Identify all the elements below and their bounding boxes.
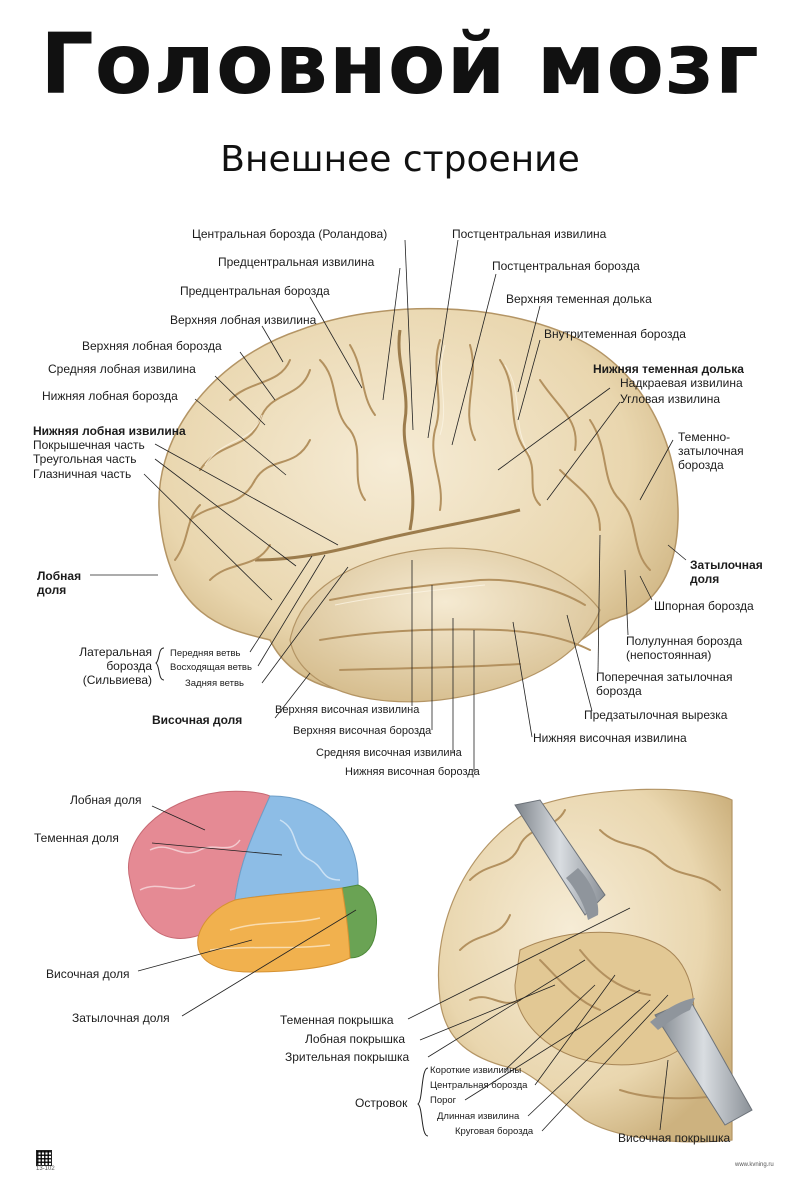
lower-retractor bbox=[650, 998, 753, 1126]
insula-label-temporal-operculum: Височная покрышка bbox=[618, 1131, 731, 1145]
label-middle-frontal-gyrus: Средняя лобная извилина bbox=[48, 362, 196, 376]
insula-label-short-gyri: Короткие извилиины bbox=[430, 1065, 522, 1076]
lobes-label-parietal: Теменная доля bbox=[34, 831, 119, 845]
footer-code: 13-102 bbox=[36, 1166, 55, 1172]
label-superior-frontal-sulcus: Верхняя лобная борозда bbox=[82, 339, 222, 353]
main-leader-lines bbox=[90, 239, 687, 772]
main-brain-illustration bbox=[158, 307, 679, 703]
label-transverse-occipital-sulcus: Поперечная затылочная борозда bbox=[596, 670, 733, 698]
braces bbox=[155, 647, 429, 1137]
page-title: Головной мозг bbox=[40, 15, 760, 113]
insula-label-circular-sulcus: Круговая борозда bbox=[455, 1126, 534, 1137]
lobes-diagram bbox=[128, 790, 377, 973]
label-inferior-temporal-sulcus: Нижняя височная борозда bbox=[345, 766, 480, 778]
insula-illustration bbox=[437, 788, 753, 1143]
label-superior-frontal-gyrus: Верхняя лобная извилина bbox=[170, 313, 317, 327]
label-angular-gyrus: Угловая извилина bbox=[620, 392, 721, 406]
label-lunate-sulcus: Полулунная борозда (непостоянная) bbox=[626, 634, 743, 662]
label-parieto-occipital-sulcus: Теменно-затылочная борозда bbox=[678, 430, 744, 472]
lobes-label-frontal: Лобная доля bbox=[70, 793, 142, 807]
label-superior-temporal-sulcus: Верхняя височная борозда bbox=[293, 725, 432, 737]
insula-label-parietal-operculum: Теменная покрышка bbox=[280, 1013, 394, 1027]
label-posterior-ramus: Задняя ветвь bbox=[185, 678, 244, 689]
lobes-label-occipital: Затылочная доля bbox=[72, 1011, 170, 1025]
label-supramarginal-gyrus: Надкраевая извилина bbox=[620, 376, 743, 390]
label-anterior-ramus: Передняя ветвь bbox=[170, 648, 241, 659]
label-intraparietal-sulcus: Внутритеменная борозда bbox=[544, 327, 686, 341]
insula-leader-lines bbox=[407, 907, 669, 1132]
label-orbital-part: Глазничная часть bbox=[33, 467, 132, 481]
label-precentral-gyrus: Предцентральная извилина bbox=[218, 255, 375, 269]
insula-label-frontal-operculum: Лобная покрышка bbox=[305, 1032, 406, 1046]
label-calcarine-sulcus: Шпорная борозда bbox=[654, 599, 754, 613]
upper-retractor bbox=[514, 799, 606, 920]
label-superior-temporal-gyrus: Верхняя височная извилина bbox=[275, 704, 420, 716]
page-subtitle: Внешнее строение bbox=[220, 139, 580, 180]
label-lateral-sulcus: Латеральная борозда (Сильвиева) bbox=[79, 645, 152, 687]
label-central-sulcus: Центральная борозда (Роландова) bbox=[192, 227, 388, 241]
insula-label-limen: Порог bbox=[430, 1095, 457, 1106]
insula-label-insula: Островок bbox=[355, 1096, 408, 1110]
label-inferior-frontal-sulcus: Нижняя лобная борозда bbox=[42, 389, 178, 403]
label-precentral-sulcus: Предцентральная борозда bbox=[180, 284, 330, 298]
label-opercular-part: Покрышечная часть bbox=[33, 438, 145, 452]
label-triangular-part: Треугольная часть bbox=[33, 452, 137, 466]
label-inferior-parietal-lobule: Нижняя теменная долька bbox=[593, 362, 744, 376]
insula-label-central-sulcus: Центральная борозда bbox=[430, 1080, 528, 1091]
label-middle-temporal-gyrus: Средняя височная извилина bbox=[316, 747, 462, 759]
label-ascending-ramus: Восходящая ветвь bbox=[170, 662, 252, 673]
insula-label-orbital-operculum: Зрительная покрышка bbox=[285, 1050, 410, 1064]
footer-site: www.kvning.ru bbox=[735, 1162, 774, 1168]
insula-label-long-gyrus: Длинная извилина bbox=[437, 1111, 520, 1122]
label-postcentral-sulcus: Постцентральная борозда bbox=[492, 259, 640, 273]
label-temporal-lobe: Височная доля bbox=[152, 713, 243, 727]
label-postcentral-gyrus: Постцентральная извилина bbox=[452, 227, 607, 241]
qr-code-icon bbox=[36, 1150, 52, 1166]
label-frontal-lobe: Лобная доля bbox=[37, 569, 82, 597]
lobes-label-temporal: Височная доля bbox=[46, 967, 130, 981]
label-preoccipital-notch: Предзатылочная вырезка bbox=[584, 708, 728, 722]
label-superior-parietal-lobule: Верхняя теменная долька bbox=[506, 292, 652, 306]
label-inferior-temporal-gyrus: Нижняя височная извилина bbox=[533, 731, 687, 745]
label-inferior-frontal-gyrus: Нижняя лобная извилина bbox=[33, 424, 186, 438]
lobes-leader-lines bbox=[137, 805, 357, 1017]
label-occipital-lobe: Затылочная доля bbox=[690, 558, 763, 586]
